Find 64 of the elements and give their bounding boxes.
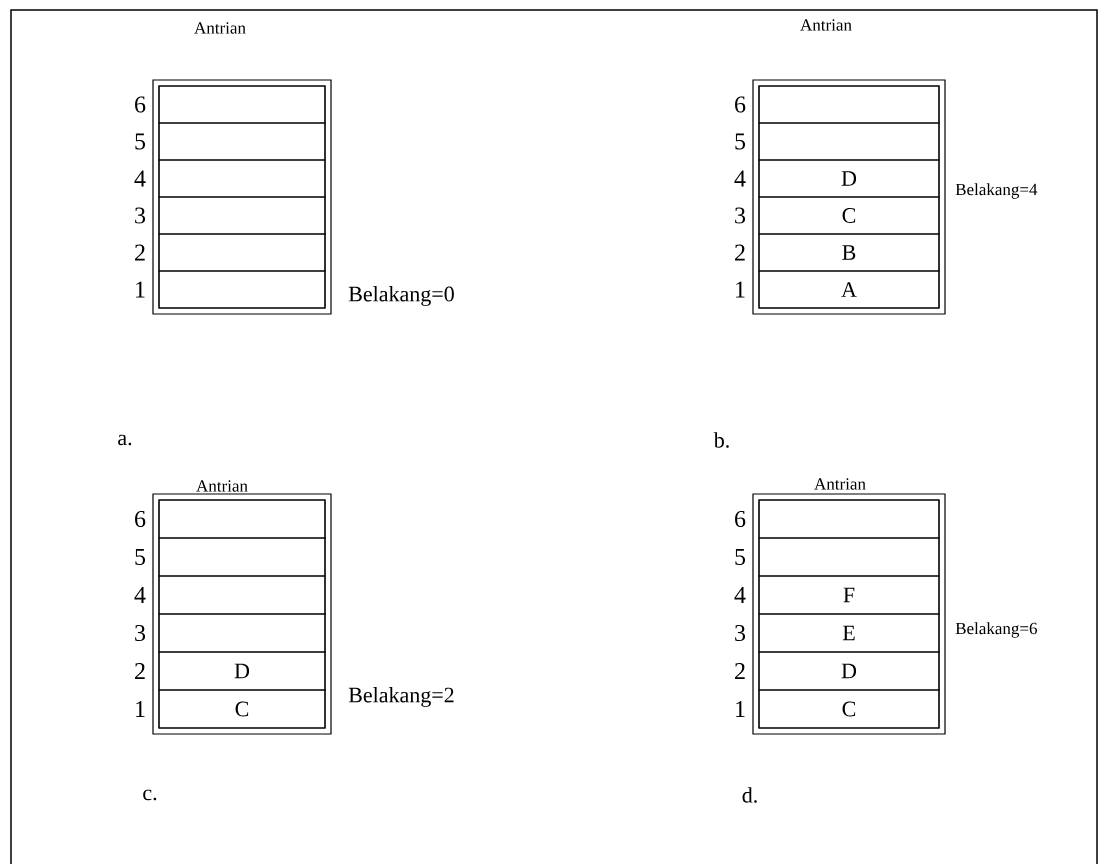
queue-cell	[158, 499, 326, 539]
queue-cell: E	[758, 613, 940, 653]
row-number: 4	[134, 170, 146, 187]
panel-label: b.	[713, 432, 729, 448]
row-number: 5	[135, 133, 146, 150]
row-number: 3	[735, 624, 746, 642]
queue-cell	[158, 537, 326, 577]
queue-cell	[158, 159, 326, 198]
row-number: 5	[735, 133, 746, 150]
row-number: 4	[734, 587, 746, 603]
rear-pointer-label: Belakang=6	[955, 622, 1037, 638]
queue-cell	[758, 122, 940, 161]
row-number: 1	[736, 281, 745, 298]
rear-pointer-label: Belakang=4	[955, 183, 1038, 199]
queue-cell: C	[758, 196, 940, 235]
queue-title: Antrian	[800, 19, 852, 31]
queue-cell	[158, 85, 326, 124]
queue-title: Antrian	[194, 22, 246, 34]
row-number: 6	[135, 510, 146, 528]
queue-cell	[158, 575, 326, 615]
row-number: 2	[735, 663, 745, 679]
queue-title: Antrian	[814, 478, 866, 490]
queue-cell: D	[758, 651, 940, 691]
rear-pointer-label: Belakang=0	[348, 286, 454, 306]
queue-box	[152, 79, 332, 315]
row-number: 4	[734, 170, 746, 187]
row-number: 3	[135, 624, 146, 642]
queue-cell	[158, 613, 326, 653]
row-number: 1	[136, 281, 145, 298]
queue-cell: F	[758, 575, 940, 615]
queue-cell: C	[758, 689, 940, 729]
row-number: 1	[736, 701, 745, 717]
queue-cell: C	[158, 689, 326, 729]
queue-title: Antrian	[196, 480, 248, 492]
queue-cell	[158, 122, 326, 161]
queue-cell: D	[758, 159, 940, 198]
queue-box	[152, 493, 332, 735]
row-number: 2	[135, 663, 145, 679]
queue-cell	[158, 233, 326, 272]
queue-cell: D	[158, 651, 326, 691]
row-number: 4	[134, 587, 146, 603]
queue-box	[752, 493, 946, 735]
queue-box	[752, 79, 946, 315]
row-number: 2	[135, 244, 145, 261]
queue-cell	[758, 499, 940, 539]
panel-label: a.	[118, 434, 132, 446]
row-number: 6	[135, 96, 146, 113]
panel-label: d.	[742, 787, 757, 803]
row-number: 1	[136, 701, 145, 717]
queue-cell: B	[758, 233, 940, 272]
panel-label: c.	[143, 789, 157, 801]
queue-cell	[158, 196, 326, 235]
queue-cell	[758, 537, 940, 577]
queue-cell	[758, 85, 940, 124]
queue-cell: A	[758, 270, 940, 309]
row-number: 2	[735, 244, 745, 261]
row-number: 3	[135, 207, 146, 224]
queue-cell	[158, 270, 326, 309]
row-number: 5	[735, 549, 746, 565]
row-number: 6	[735, 510, 746, 528]
row-number: 5	[135, 549, 146, 565]
row-number: 3	[735, 207, 746, 224]
rear-pointer-label: Belakang=2	[348, 687, 454, 707]
row-number: 6	[735, 96, 746, 113]
